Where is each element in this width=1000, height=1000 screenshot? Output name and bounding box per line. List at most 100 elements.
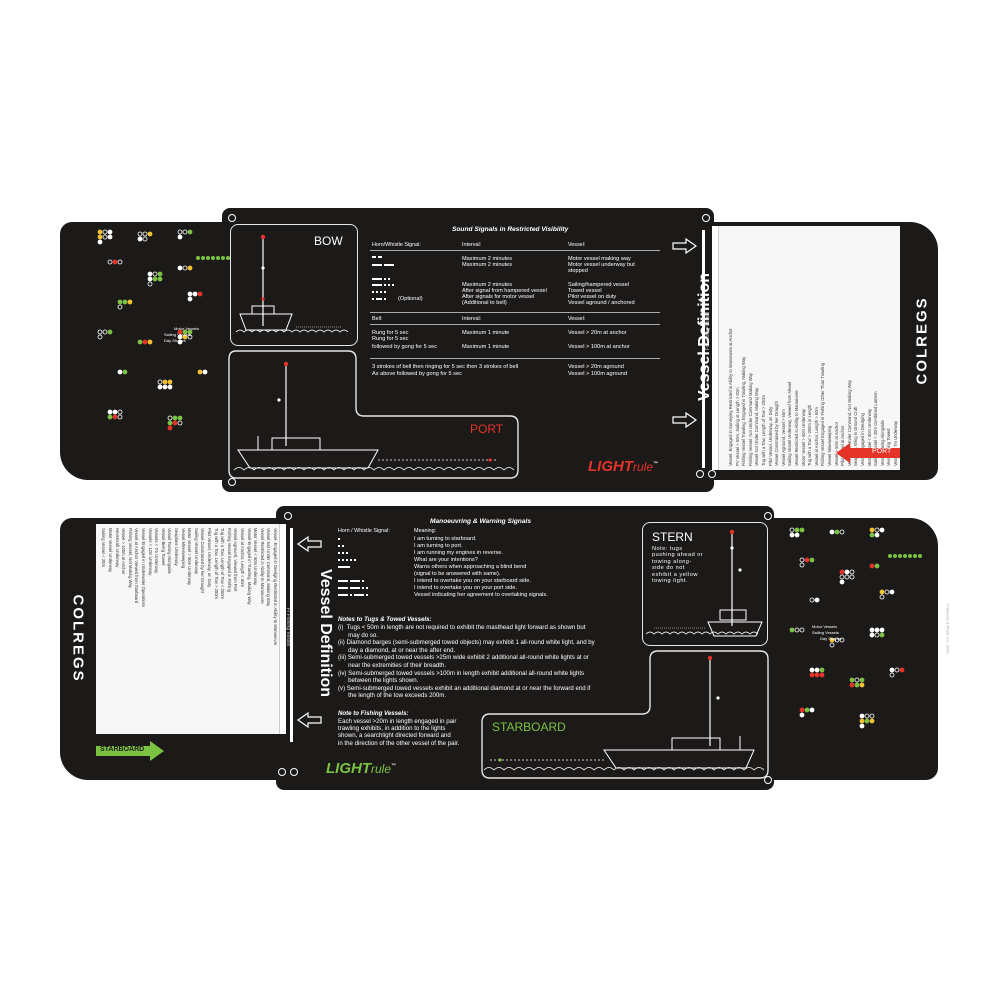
mini-light-dot [147,231,153,237]
port-arrow-icon [836,443,900,463]
mini-light-dot [874,527,880,533]
mini-light-dot [829,529,835,535]
manoeuvring-row: I intend to overtake you on your port si… [414,585,517,591]
mini-light-dot [859,682,865,688]
mini-light-dot [814,672,820,678]
white-card-line: Vessel Constrained by her Draught [200,528,206,593]
bell-row-interval: Maximum 1 minute [462,330,510,336]
white-card-line: Vessel Towing Alongside [167,528,173,574]
bell-row2-signal: 3 strokes of bell then ringing for 5 sec… [372,364,519,370]
mini-light-dot [879,594,885,600]
mini-light-dot [177,265,183,271]
mini-light-dot [187,229,193,235]
horn-row-vessel: Motor vessel making way [568,256,631,262]
mini-light-dot [196,256,200,260]
mini-light-dot [147,281,153,287]
bottom-hole-1 [284,512,292,520]
white-card-line: Vessel at Anchor, Length < 50m [240,528,245,588]
mini-light-dot [874,532,880,538]
mini-light-dot [122,369,128,375]
mini-light-dot [157,384,163,390]
mini-light-dot [799,562,805,568]
bottom-hole-3 [278,768,286,776]
mini-light-dot [834,529,840,535]
mini-light-dot [894,667,900,673]
mini-light-dot [152,271,158,277]
mini-light-dot [167,420,173,426]
white-card-line: Hovercraft Underway [114,528,120,568]
mini-light-dot [97,334,103,340]
mini-light-dot [794,532,800,538]
tug-note-line: (ii) Diamond barges (semi-submerged towe… [338,639,595,647]
top-logo-tm: ™ [653,461,659,467]
mini-light-dot [814,667,820,673]
bottom-logo-tm: ™ [391,763,397,769]
bow-label: BOW [314,234,343,248]
mini-light-dot [849,677,855,683]
white-card-line: Sailing Vessel Underway [193,528,199,575]
white-card-line: Vessels < 7m Underway [154,528,160,574]
horn-row-interval: (Additional to bell) [462,300,507,306]
bow-vessel-icon [235,234,349,333]
bottom-colregs-title: COLREGS [69,594,87,683]
tug-note-line: (iii) Semi-submerged towed vessels >25m … [338,654,589,662]
mini-light-dot [834,637,840,643]
mini-light-dot [893,554,897,558]
fishing-note-line: trawling exhibits, in addition to the li… [338,725,446,733]
top-arrow-right-upper-icon [672,238,698,254]
bottom-mini-label-sailing: Sailing Vessels [812,630,839,635]
bottom-logo-rule: rule [371,762,392,776]
mini-light-dot [137,231,143,237]
horn-row-vessel: Pilot vessel on duty [568,294,617,300]
white-card-line: Vessel Aground, Viewed from Port [233,528,239,592]
white-card-line: Sailing Vessel Underway, Viewed from Ahe… [787,381,793,466]
white-card-line: Vessel Not Under Command, Making Way [754,387,760,466]
mini-light-dot [211,256,215,260]
white-card-line: Sailing Vessel < 20m [101,528,107,567]
white-card-line: Vessel. Engaged in Dredging Restricted i… [273,528,278,646]
mini-light-dot [889,589,895,595]
bottom-center-panel [276,506,774,790]
mini-light-dot [809,557,815,563]
mini-light-dot [839,574,845,580]
mini-light-dot [177,339,183,345]
bell-header-interval: Interval: [462,316,482,322]
mini-light-dot [226,256,230,260]
white-card-line: Vessel Engaged in Trawling, Making Way [246,528,252,605]
white-card-line: Vessel > 50m at Anchor [833,421,839,466]
mini-light-dot [177,415,183,421]
top-lightrule-logo: LIGHTrule™ [588,458,658,475]
sound-header-vessel: Vessel: [568,242,586,248]
top-vessel-definition-sub: Fr Fishing Vessel [705,311,711,351]
mini-light-dot [162,379,168,385]
port-box [228,350,519,479]
white-card-line: Seaplane Underway [174,528,179,566]
manoeuvring-row: I am running my engines in reverse. [414,550,503,556]
white-card-line: Motor Vessel Underway [108,528,113,573]
mini-light-dot [202,369,208,375]
mini-light-dot [167,379,173,385]
top-left-wing [60,222,235,480]
mini-light-dot [112,259,118,265]
mini-light-dot [804,557,810,563]
white-card-line: Pilot Vessel at Anchor [840,425,846,466]
mini-light-dot [874,632,880,638]
mini-light-dot [899,667,905,673]
mini-light-dot [879,527,885,533]
top-card: Vessel. Engaged in Surveying Restricted … [60,208,938,492]
mini-light-dot [177,329,183,335]
top-slider-track [702,230,705,468]
sound-divider-4 [370,358,660,359]
mini-light-dot [889,672,895,678]
top-hole-1 [228,214,236,222]
mini-light-dot [839,529,845,535]
mini-light-dot [864,718,870,724]
sound-header-horn: Horn/Whistle Signal: [372,242,421,248]
mini-light-dot [869,563,875,569]
mini-light-dot [789,627,795,633]
mini-light-dot [177,234,183,240]
white-card-line: Vessel Restricted in Ability to Manoeuvr… [259,528,265,604]
top-logo-light: LIGHT [588,458,633,475]
mini-light-dot [859,677,865,683]
bell-row-signal: followed by gong for 5 sec [372,344,437,350]
